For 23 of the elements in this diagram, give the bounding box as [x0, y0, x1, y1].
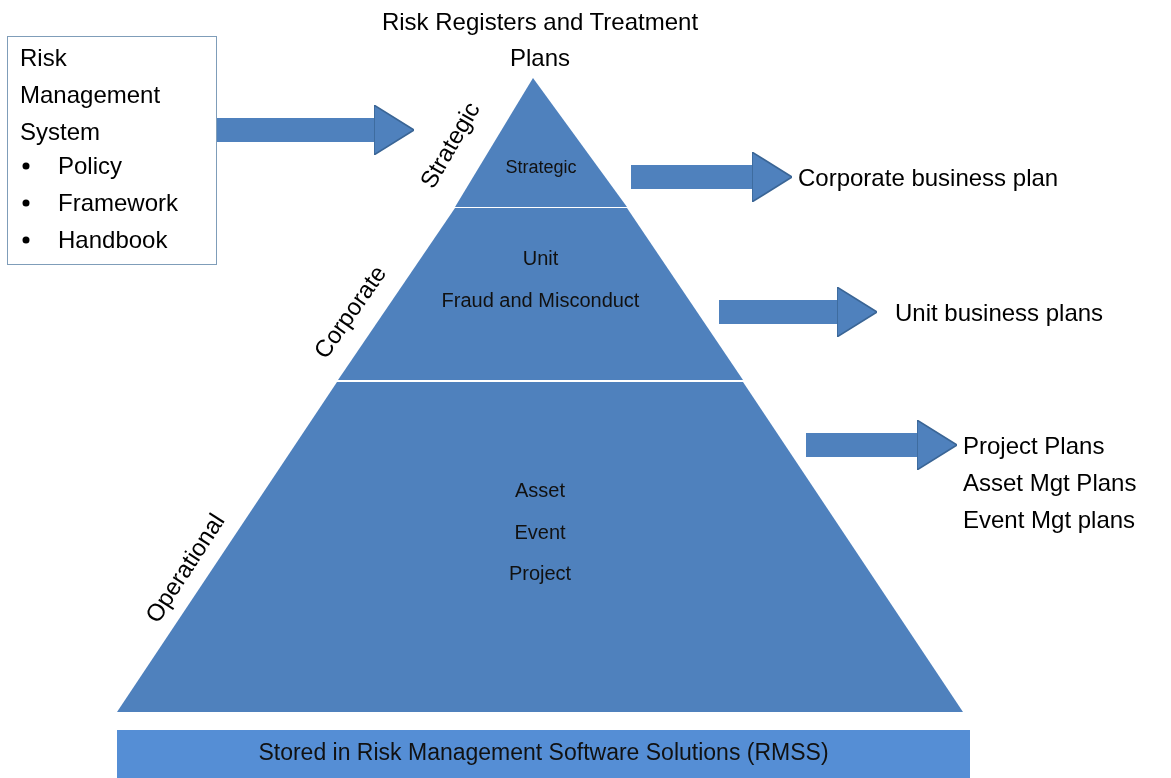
plan-text: Corporate business plan — [798, 163, 1059, 193]
block-arrow — [719, 286, 878, 338]
box-heading: Risk Management System — [20, 43, 162, 147]
tier-label: Asset — [514, 479, 566, 502]
list-item: Handbook — [58, 225, 168, 255]
storage-bar — [117, 730, 970, 778]
block-arrow — [631, 151, 793, 203]
diagram-title: Risk Registers and Treatment Plans — [380, 7, 700, 73]
bar-text: Stored in Risk Management Software Solutions (RMSS) — [257, 739, 830, 766]
block-arrow — [806, 419, 958, 471]
text-box — [7, 36, 217, 265]
list-item: Policy — [58, 151, 123, 181]
list-item: Framework — [58, 188, 178, 218]
pyramid-tier — [117, 382, 963, 712]
tier-label: Unit — [521, 247, 560, 270]
block-arrow — [217, 104, 415, 156]
plan-text: Event Mgt plans — [963, 505, 1136, 535]
plan-text: Asset Mgt Plans — [963, 468, 1137, 498]
tier-label: Fraud and Misconduct — [440, 289, 641, 312]
tier-label: Event — [513, 521, 567, 544]
plan-text: Unit business plans — [895, 298, 1104, 328]
tier-label: Project — [507, 562, 573, 585]
plan-text: Project Plans — [963, 431, 1105, 461]
